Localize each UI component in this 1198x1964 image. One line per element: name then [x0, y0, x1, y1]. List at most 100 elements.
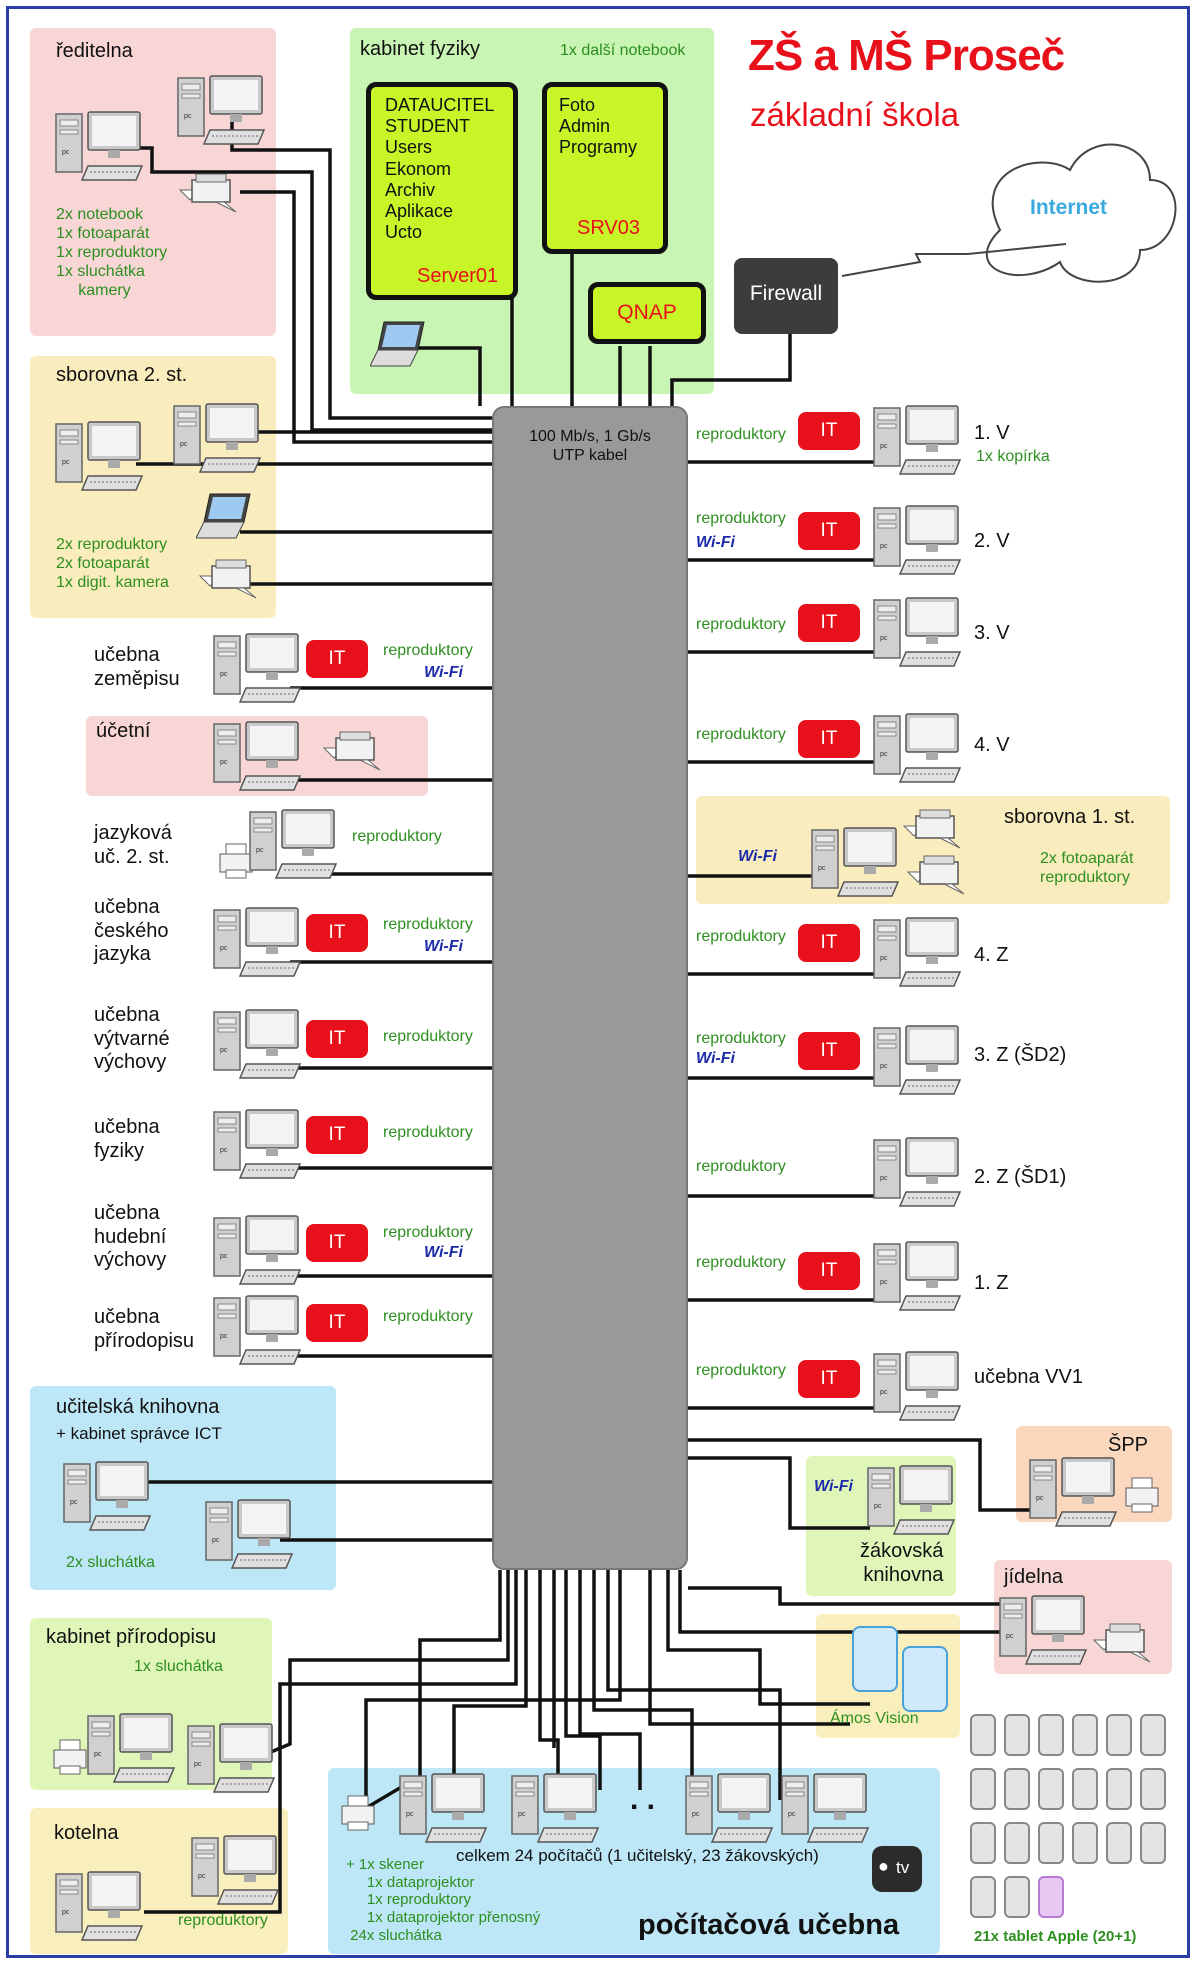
room-label-1v: 1. V: [974, 422, 1010, 444]
pc-icon: [212, 1294, 304, 1368]
wifi-label: Wi-Fi: [814, 1478, 853, 1495]
pc-icon: [54, 420, 146, 494]
page-subtitle: základní škola: [750, 96, 960, 133]
pc-icon: [872, 712, 964, 786]
it-badge: IT: [798, 1032, 860, 1070]
speakers-label: reproduktory: [696, 1158, 786, 1175]
pc-icon: [62, 1460, 154, 1534]
room-label-2v: 2. V: [974, 530, 1010, 552]
pc-icon: [186, 1722, 278, 1796]
speakers-label: reproduktory: [696, 1254, 786, 1271]
speakers-label: reproduktory: [696, 726, 786, 743]
multifunction-printer-icon: [176, 170, 240, 214]
tablet-icon: [1038, 1768, 1064, 1810]
it-badge: IT: [798, 1360, 860, 1398]
speakers-label: reproduktory: [383, 1308, 473, 1325]
firewall-box: Firewall: [734, 258, 838, 334]
wifi-label: Wi-Fi: [424, 664, 463, 681]
speakers-label: reproduktory: [383, 642, 473, 659]
tablet-icon: [1038, 1822, 1064, 1864]
tablet-icon: [970, 1768, 996, 1810]
pc-icon: [1028, 1456, 1120, 1530]
wifi-label: Wi-Fi: [696, 534, 735, 551]
switch-label: 100 Mb/s, 1 Gb/s UTP kabel: [529, 428, 651, 464]
multifunction-printer-icon: [320, 728, 384, 772]
speakers-label: reproduktory: [383, 1028, 473, 1045]
pc-icon: [86, 1712, 178, 1786]
speakers-label: reproduktory: [352, 828, 442, 845]
kabinet-prirodopisu-equipment: 1x sluchátka: [134, 1658, 223, 1675]
pc-icon: [398, 1772, 490, 1846]
pc-icon: [190, 1834, 282, 1908]
reditelna-label: ředitelna: [56, 40, 133, 62]
it-badge: IT: [798, 604, 860, 642]
speakers-label: reproduktory: [696, 510, 786, 527]
tablet-icon: [1004, 1714, 1030, 1756]
internet-label: Internet: [1030, 196, 1108, 219]
kabinet-fyziky-extra: 1x další notebook: [560, 42, 686, 59]
network-switch: 100 Mb/s, 1 Gb/s UTP kabel: [492, 406, 688, 1570]
pc-icon: [872, 404, 964, 478]
room-label-4z: 4. Z: [974, 944, 1009, 966]
room-label-cesky-jazyk: učebna českého jazyka: [94, 896, 169, 966]
tablet-icon: [1072, 1822, 1098, 1864]
speakers-label: reproduktory: [178, 1912, 268, 1929]
reditelna-equipment: 2x notebook 1x fotoaparát 1x reproduktor…: [56, 206, 168, 299]
sborovna2-label: sborovna 2. st.: [56, 364, 188, 386]
zakovska-label: žákovská knihovna: [860, 1540, 944, 1586]
server01: DATAUCITEL STUDENT Users Ekonom Archiv A…: [366, 82, 518, 300]
apple-tv-label: tv: [896, 1858, 910, 1877]
amos-label: Ámos Vision: [830, 1710, 919, 1727]
multifunction-printer-icon: [904, 852, 968, 896]
srv03: Foto Admin Programy SRV03: [542, 82, 668, 254]
room-label-fyzika: učebna fyziky: [94, 1116, 160, 1162]
it-badge: IT: [798, 720, 860, 758]
tablet-icon: [1038, 1876, 1064, 1918]
it-badge: IT: [306, 1116, 368, 1154]
wifi-label: Wi-Fi: [696, 1050, 735, 1067]
pocitacova-count: celkem 24 počítačů (1 učitelský, 23 žáko…: [456, 1846, 819, 1865]
pc-icon: [172, 402, 264, 476]
room-label-vytvarna: učebna výtvarné výchovy: [94, 1004, 170, 1074]
pc-icon: [810, 826, 902, 900]
kabinet-prirodopisu-label: kabinet přírodopisu: [46, 1626, 217, 1648]
multifunction-printer-icon: [1090, 1620, 1154, 1664]
tablets-label: 21x tablet Apple (20+1): [974, 1928, 1137, 1945]
knihovna-equipment: 2x sluchátka: [66, 1554, 155, 1571]
it-badge: IT: [798, 512, 860, 550]
it-badge: IT: [306, 1020, 368, 1058]
diagram-frame: [6, 6, 1190, 1958]
amos-screen-icon: [852, 1626, 898, 1692]
room-label-prirodopis: učebna přírodopisu: [94, 1306, 195, 1352]
pc-icon: [780, 1772, 872, 1846]
tablet-icon: [1140, 1714, 1166, 1756]
tablet-icon: [1072, 1768, 1098, 1810]
pocitacova-equipment: + 1x skener 1x dataprojektor 1x reproduk…: [346, 1856, 541, 1944]
tablet-icon: [1140, 1768, 1166, 1810]
tablet-icon: [1038, 1714, 1064, 1756]
pc-icon: [54, 1870, 146, 1944]
apple-tv-icon: ● tv: [872, 1846, 922, 1892]
tablet-icon: [970, 1822, 996, 1864]
pc-icon: [212, 906, 304, 980]
pc-icon: [872, 1350, 964, 1424]
pc-icon: [212, 720, 304, 794]
more-computers-dots: . .: [630, 1783, 656, 1816]
room-1v-sub: 1x kopírka: [976, 448, 1050, 465]
room-label-4v: 4. V: [974, 734, 1010, 756]
wifi-label: Wi-Fi: [424, 938, 463, 955]
pc-icon: [872, 1136, 964, 1210]
wifi-label: Wi-Fi: [738, 848, 777, 865]
srv03-items: Foto Admin Programy: [559, 95, 638, 158]
knihovna-sub: + kabinet správce ICT: [56, 1424, 222, 1443]
tablet-icon: [1140, 1822, 1166, 1864]
room-label-1z: 1. Z: [974, 1272, 1009, 1294]
srv03-name: SRV03: [577, 217, 641, 239]
pc-icon: [510, 1772, 602, 1846]
room-label-3z: 3. Z (ŠD2): [974, 1044, 1067, 1066]
tablet-icon: [1106, 1768, 1132, 1810]
pocitacova-label: počítačová učebna: [638, 1909, 900, 1941]
qnap: QNAP: [588, 282, 706, 344]
sborovna1-equipment: 2x fotoaparát reproduktory: [1040, 850, 1134, 886]
